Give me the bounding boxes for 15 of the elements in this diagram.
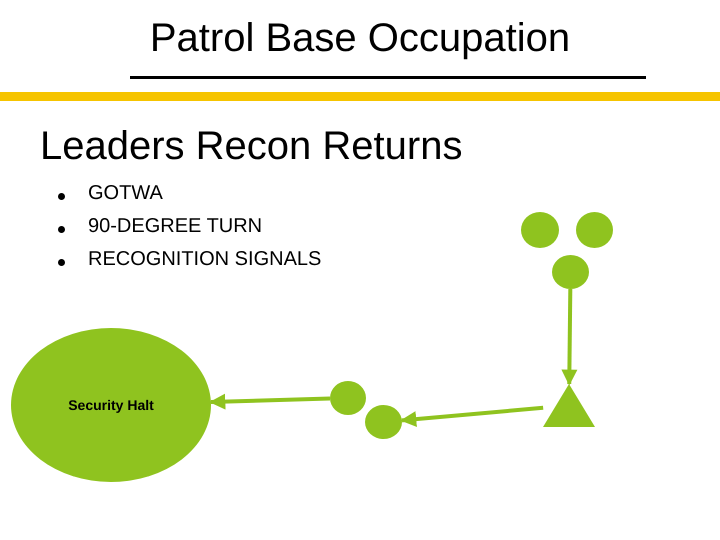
triangle-node	[543, 384, 595, 427]
bullet-text: RECOGNITION SIGNALS	[88, 248, 322, 271]
subtitle: Leaders Recon Returns	[40, 124, 462, 169]
node-label: Security Halt	[68, 397, 154, 413]
circle-node	[521, 212, 559, 248]
arrow	[561, 288, 578, 386]
bullet-text: GOTWA	[88, 182, 163, 205]
title: Patrol Base Occupation	[148, 16, 572, 61]
circle-node	[330, 381, 366, 415]
arrow	[400, 406, 544, 428]
circle-node	[365, 405, 402, 439]
circle-node	[576, 212, 613, 248]
arrow	[209, 394, 330, 410]
bullet-text: 90-DEGREE TURN	[88, 215, 262, 238]
circle-node	[552, 255, 589, 289]
